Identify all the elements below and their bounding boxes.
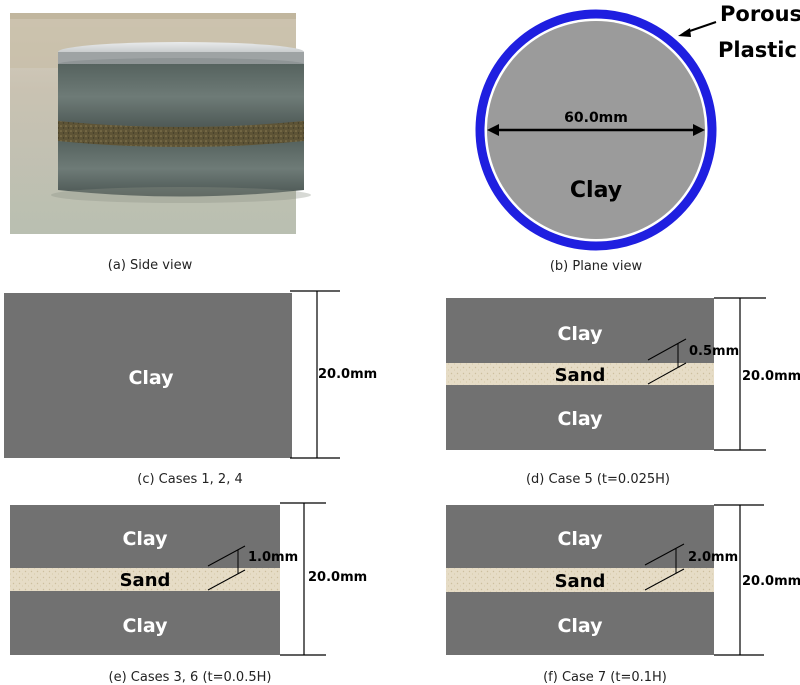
caption-d: (d) Case 5 (t=0.025H) — [526, 472, 670, 487]
porous-label: Porous — [720, 2, 800, 26]
top-clay-label: Clay — [122, 528, 168, 550]
top-clay-label: Clay — [557, 528, 603, 550]
panel-e: Clay Sand Clay 1.0mm 20.0mm (e) Cases 3,… — [10, 502, 367, 685]
plane-view: 60.0mm Clay Porous Plastic (b) Plane vie… — [475, 2, 800, 274]
panel-c: Clay 20.0mm (c) Cases 1, 2, 4 — [4, 290, 377, 487]
sand-label: Sand — [555, 571, 606, 592]
thickness-label: 1.0mm — [248, 550, 298, 565]
bottom-clay-label: Clay — [122, 615, 168, 637]
pointer-arrow-head — [678, 28, 691, 37]
sand-label: Sand — [555, 365, 606, 386]
photo-upper-clay — [58, 64, 304, 130]
sand-layer — [446, 363, 714, 385]
caption-c: (c) Cases 1, 2, 4 — [137, 472, 243, 487]
arrow-head-left — [487, 124, 499, 136]
plastic-label: Plastic — [718, 38, 797, 62]
caption-b: (b) Plane view — [550, 259, 643, 274]
diameter-label: 60.0mm — [564, 110, 628, 126]
top-clay-label: Clay — [557, 323, 603, 345]
clay-block — [4, 293, 292, 458]
panel-d: Clay Sand Clay 0.5mm 20.0mm (d) Case 5 (… — [446, 297, 800, 487]
sand-layer — [10, 568, 280, 591]
bottom-clay-label: Clay — [557, 615, 603, 637]
height-label: 20.0mm — [742, 369, 800, 384]
height-label: 20.0mm — [318, 367, 377, 382]
sand-layer — [446, 568, 714, 592]
height-label: 20.0mm — [308, 570, 367, 585]
side-view-photo: (a) Side view — [10, 13, 311, 273]
caption-a: (a) Side view — [108, 258, 193, 273]
thickness-label: 2.0mm — [688, 550, 738, 565]
arrow-head-right — [693, 124, 705, 136]
clay-label: Clay — [128, 367, 174, 389]
caption-e: (e) Cases 3, 6 (t=0.0.5H) — [109, 670, 272, 685]
panel-f: Clay Sand Clay 2.0mm 20.0mm (f) Case 7 (… — [446, 504, 800, 685]
bottom-clay-label: Clay — [557, 408, 603, 430]
sand-label: Sand — [120, 570, 171, 591]
thickness-label: 0.5mm — [689, 344, 739, 359]
height-label: 20.0mm — [742, 574, 800, 589]
photo-sand-layer — [58, 121, 304, 149]
caption-f: (f) Case 7 (t=0.1H) — [543, 670, 667, 685]
photo-lower-clay — [58, 141, 304, 197]
porous-plastic-ring — [475, 9, 717, 251]
plane-material-label: Clay — [570, 178, 622, 203]
